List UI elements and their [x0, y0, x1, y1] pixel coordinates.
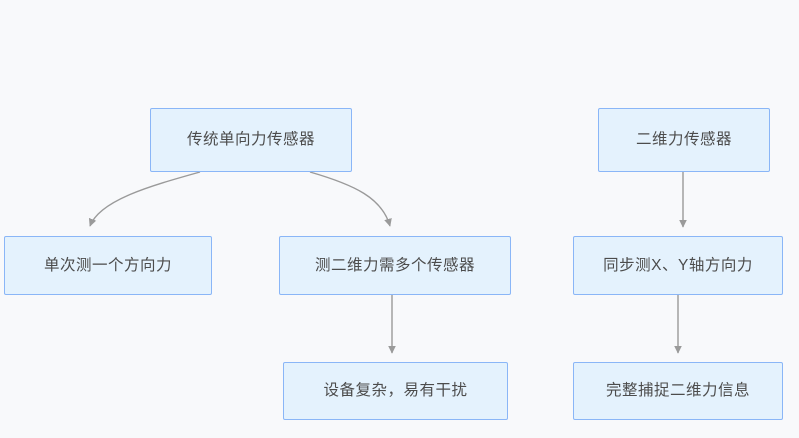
node-two-dimensional-sensor[interactable]: 二维力传感器 — [598, 108, 770, 172]
node-complete-capture[interactable]: 完整捕捉二维力信息 — [573, 362, 783, 420]
node-synchronous-xy-measure[interactable]: 同步测X、Y轴方向力 — [573, 236, 783, 295]
node-traditional-sensor[interactable]: 传统单向力传感器 — [150, 108, 352, 172]
node-single-direction-measure[interactable]: 单次测一个方向力 — [4, 236, 212, 295]
node-label: 单次测一个方向力 — [43, 256, 172, 274]
node-label: 同步测X、Y轴方向力 — [603, 256, 753, 274]
edge-traditional-to-multiple — [309, 171, 392, 227]
node-multiple-sensors-needed[interactable]: 测二维力需多个传感器 — [279, 236, 511, 295]
node-label: 二维力传感器 — [635, 131, 732, 149]
node-label: 测二维力需多个传感器 — [314, 256, 475, 274]
node-complex-equipment[interactable]: 设备复杂，易有干扰 — [283, 362, 508, 420]
node-label: 传统单向力传感器 — [186, 131, 315, 149]
node-label: 设备复杂，易有干扰 — [323, 382, 468, 400]
edge-traditional-to-single — [88, 171, 201, 227]
node-label: 完整捕捉二维力信息 — [605, 382, 750, 400]
